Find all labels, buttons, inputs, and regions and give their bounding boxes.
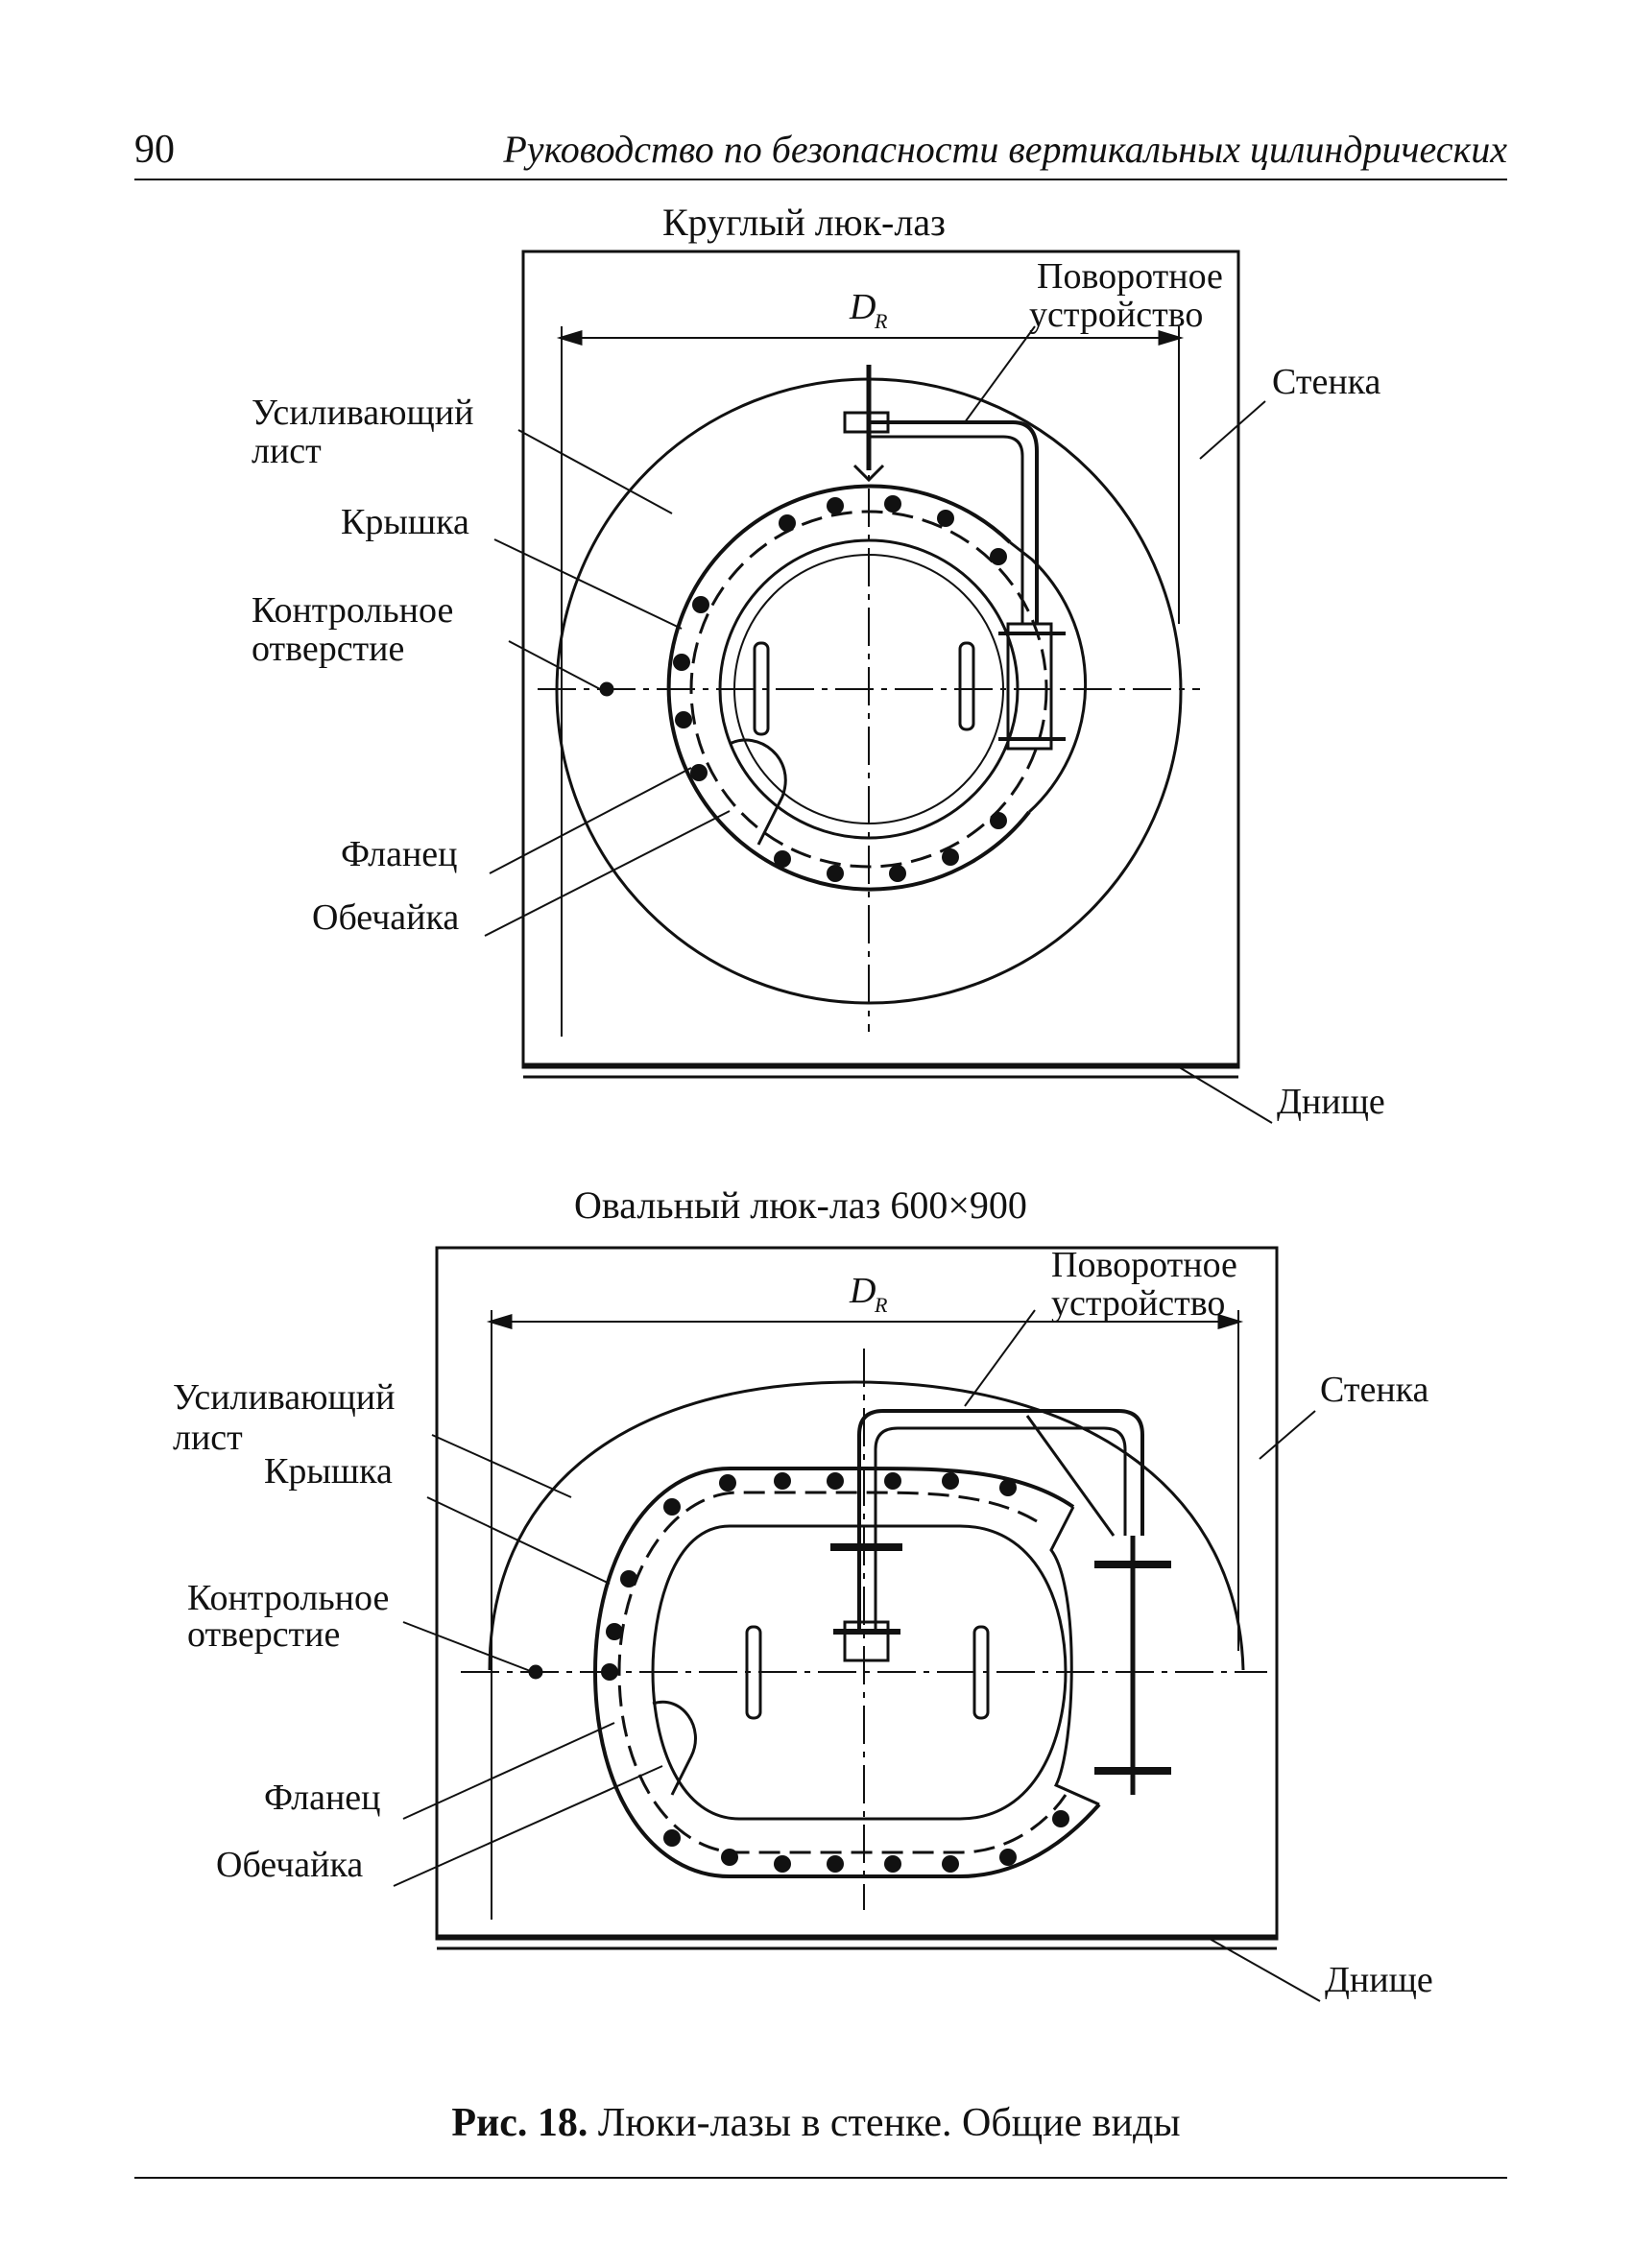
footer-rule <box>134 2177 1507 2179</box>
swivel-label-2b: устройство <box>1051 1283 1225 1324</box>
bottom-label-1: Днище <box>1277 1082 1385 1122</box>
oval-manhole-drawing: D R Поворотное устройство Стенка Усилива… <box>173 1245 1433 2002</box>
cover <box>689 510 1048 869</box>
hole-label-1b: отверстие <box>252 629 404 669</box>
diameter-label-1: D <box>849 287 876 327</box>
swivel-label-2a: Поворотное <box>1051 1245 1237 1285</box>
page-number: 90 <box>134 128 175 172</box>
wall-label-2: Стенка <box>1320 1370 1429 1410</box>
running-title: Руководство по безопасности вертикальных… <box>503 128 1507 171</box>
header-rule <box>134 179 1507 180</box>
hole-label-2b: отверстие <box>187 1614 340 1655</box>
flange-label-1: Фланец <box>341 834 458 874</box>
oval-cover <box>617 1491 1068 1854</box>
plate-label-2a: Усиливающий <box>173 1377 395 1418</box>
handle-right-2 <box>972 1625 990 1720</box>
plate-label-2b: лист <box>173 1418 243 1458</box>
handle-right <box>958 641 975 731</box>
diameter-label-2: D <box>849 1271 876 1311</box>
figure-1-title: Круглый люк-лаз <box>662 201 946 244</box>
diameter-sub-2: R <box>874 1293 888 1317</box>
caption-number: Рис. 18. <box>451 2101 588 2145</box>
swivel-arm <box>869 420 1039 624</box>
hole-label-1a: Контрольное <box>252 590 453 631</box>
wall-label-1: Стенка <box>1272 362 1381 402</box>
diameter-sub-1: R <box>874 309 888 333</box>
figure-caption: Рис. 18. Люки-лазы в стенке. Общие виды <box>0 2100 1632 2146</box>
swivel-label-1a: Поворотное <box>1037 256 1223 297</box>
caption-text: Люки-лазы в стенке. Общие виды <box>597 2101 1181 2145</box>
round-manhole-drawing: D R Поворотное устройство Стенка Усилива… <box>252 250 1385 1124</box>
shell-label-2: Обечайка <box>216 1845 363 1885</box>
plate-label-1b: лист <box>252 431 322 471</box>
swivel-sleeve <box>1006 622 1053 751</box>
cover-label-2: Крышка <box>264 1451 393 1492</box>
shell-label-1: Обечайка <box>312 897 459 938</box>
oval-shell <box>651 1524 1068 1821</box>
bottom-label-2: Днище <box>1325 1960 1433 2000</box>
control-hole-2 <box>528 1664 543 1680</box>
cover-label-1: Крышка <box>341 502 469 542</box>
swivel-arm-2 <box>857 1409 1144 1632</box>
handle-left <box>753 641 770 736</box>
control-hole <box>599 681 614 697</box>
handle-left-2 <box>745 1625 762 1720</box>
shell <box>718 538 1020 840</box>
hole-label-2a: Контрольное <box>187 1578 389 1618</box>
flange-label-2: Фланец <box>264 1778 381 1818</box>
flange-ring <box>666 484 1031 892</box>
plate-label-1a: Усиливающий <box>252 393 473 433</box>
oval-flange <box>592 1467 1101 1878</box>
wall-panel-2 <box>435 1246 1279 1941</box>
reinforcing-plate-2 <box>488 1380 1245 1671</box>
swivel-label-1b: устройство <box>1029 295 1203 335</box>
figure-2-title: Овальный люк-лаз 600×900 <box>574 1183 1027 1227</box>
